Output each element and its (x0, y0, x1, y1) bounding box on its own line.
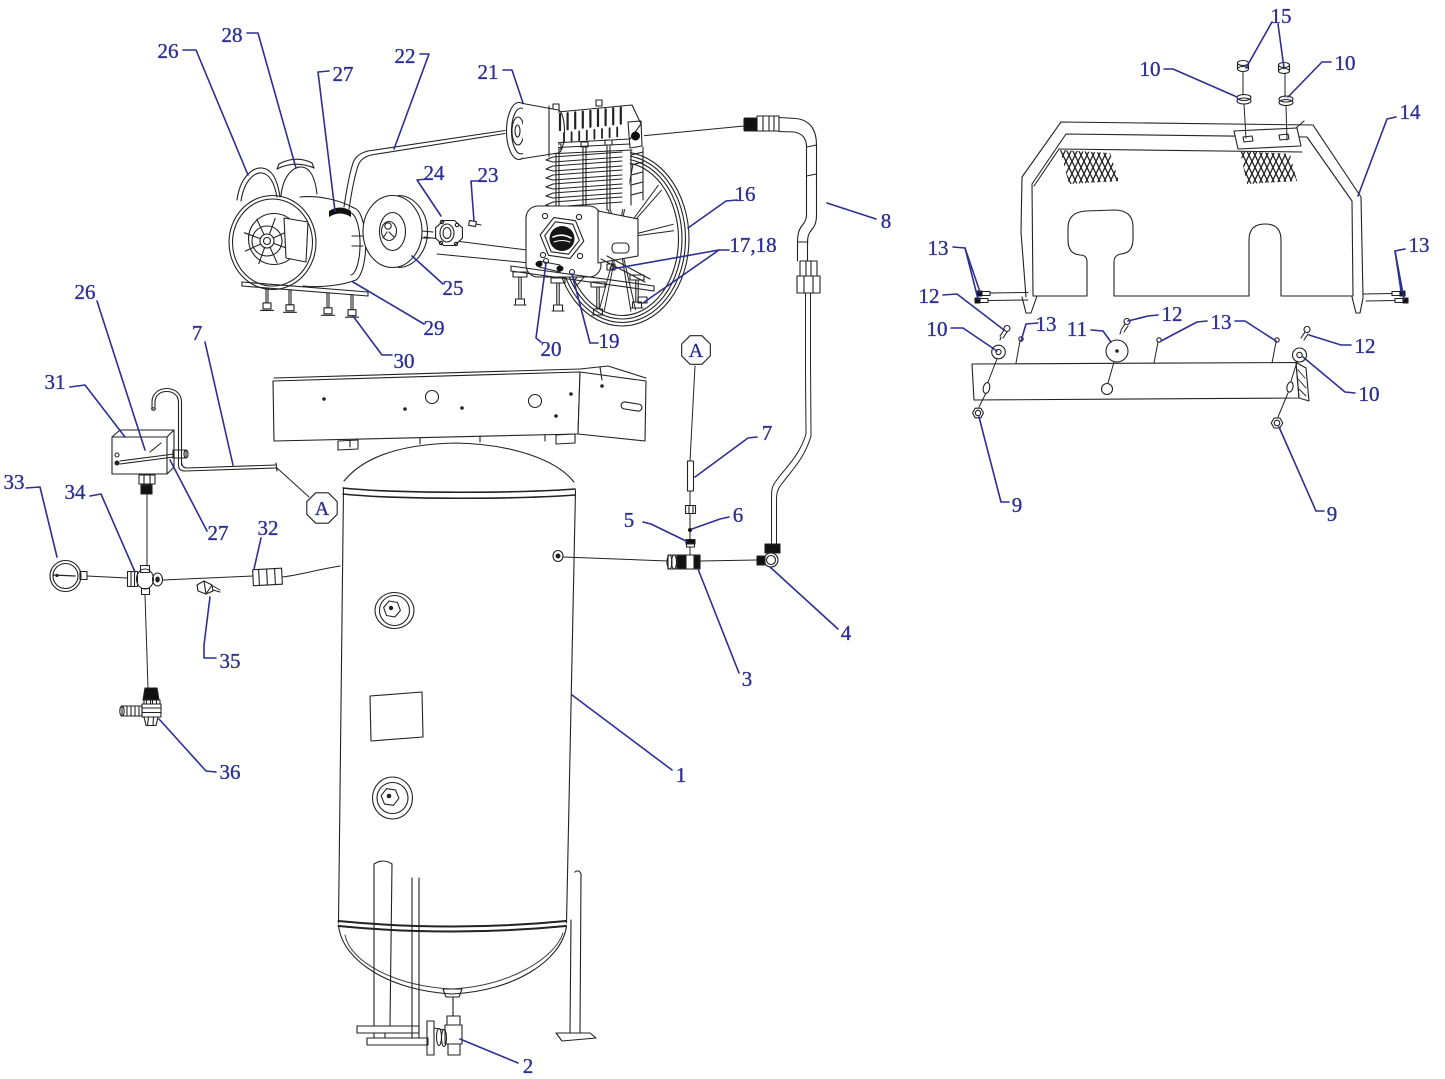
svg-text:35: 35 (220, 649, 241, 673)
svg-text:2: 2 (523, 1054, 534, 1078)
svg-text:5: 5 (624, 508, 635, 532)
svg-text:11: 11 (1067, 317, 1087, 341)
svg-text:16: 16 (735, 182, 756, 206)
svg-text:19: 19 (599, 329, 620, 353)
svg-text:12: 12 (919, 284, 940, 308)
svg-text:34: 34 (65, 480, 87, 504)
svg-text:26: 26 (158, 39, 179, 63)
svg-text:13: 13 (1036, 312, 1057, 336)
svg-text:36: 36 (220, 760, 241, 784)
svg-text:14: 14 (1400, 100, 1422, 124)
svg-text:10: 10 (1335, 51, 1356, 75)
svg-text:24: 24 (424, 161, 446, 185)
svg-text:9: 9 (1327, 502, 1338, 526)
svg-text:12: 12 (1355, 334, 1376, 358)
svg-text:A: A (689, 340, 704, 362)
svg-text:30: 30 (394, 349, 415, 373)
svg-text:13: 13 (928, 236, 949, 260)
svg-text:27: 27 (208, 521, 229, 545)
svg-text:20: 20 (541, 337, 562, 361)
svg-text:6: 6 (733, 503, 744, 527)
svg-text:7: 7 (192, 321, 203, 345)
svg-text:28: 28 (222, 23, 243, 47)
svg-text:9: 9 (1012, 493, 1023, 517)
svg-text:12: 12 (1162, 302, 1183, 326)
svg-text:15: 15 (1271, 4, 1292, 28)
svg-text:21: 21 (478, 60, 499, 84)
svg-text:27: 27 (333, 62, 354, 86)
svg-text:25: 25 (443, 276, 464, 300)
svg-text:3: 3 (742, 667, 753, 691)
svg-text:29: 29 (424, 316, 445, 340)
svg-text:13: 13 (1409, 233, 1430, 257)
svg-text:26: 26 (75, 280, 96, 304)
svg-text:32: 32 (258, 516, 279, 540)
svg-text:8: 8 (881, 209, 892, 233)
svg-text:13: 13 (1211, 310, 1232, 334)
svg-text:A: A (315, 498, 330, 520)
svg-text:17,18: 17,18 (729, 233, 776, 257)
svg-text:4: 4 (841, 621, 852, 645)
svg-text:7: 7 (762, 421, 773, 445)
svg-text:10: 10 (1140, 57, 1161, 81)
svg-text:10: 10 (927, 317, 948, 341)
svg-text:1: 1 (676, 763, 687, 787)
svg-text:23: 23 (478, 163, 499, 187)
svg-text:31: 31 (45, 370, 66, 394)
svg-text:33: 33 (4, 470, 25, 494)
svg-text:22: 22 (395, 44, 416, 68)
svg-text:10: 10 (1359, 382, 1380, 406)
